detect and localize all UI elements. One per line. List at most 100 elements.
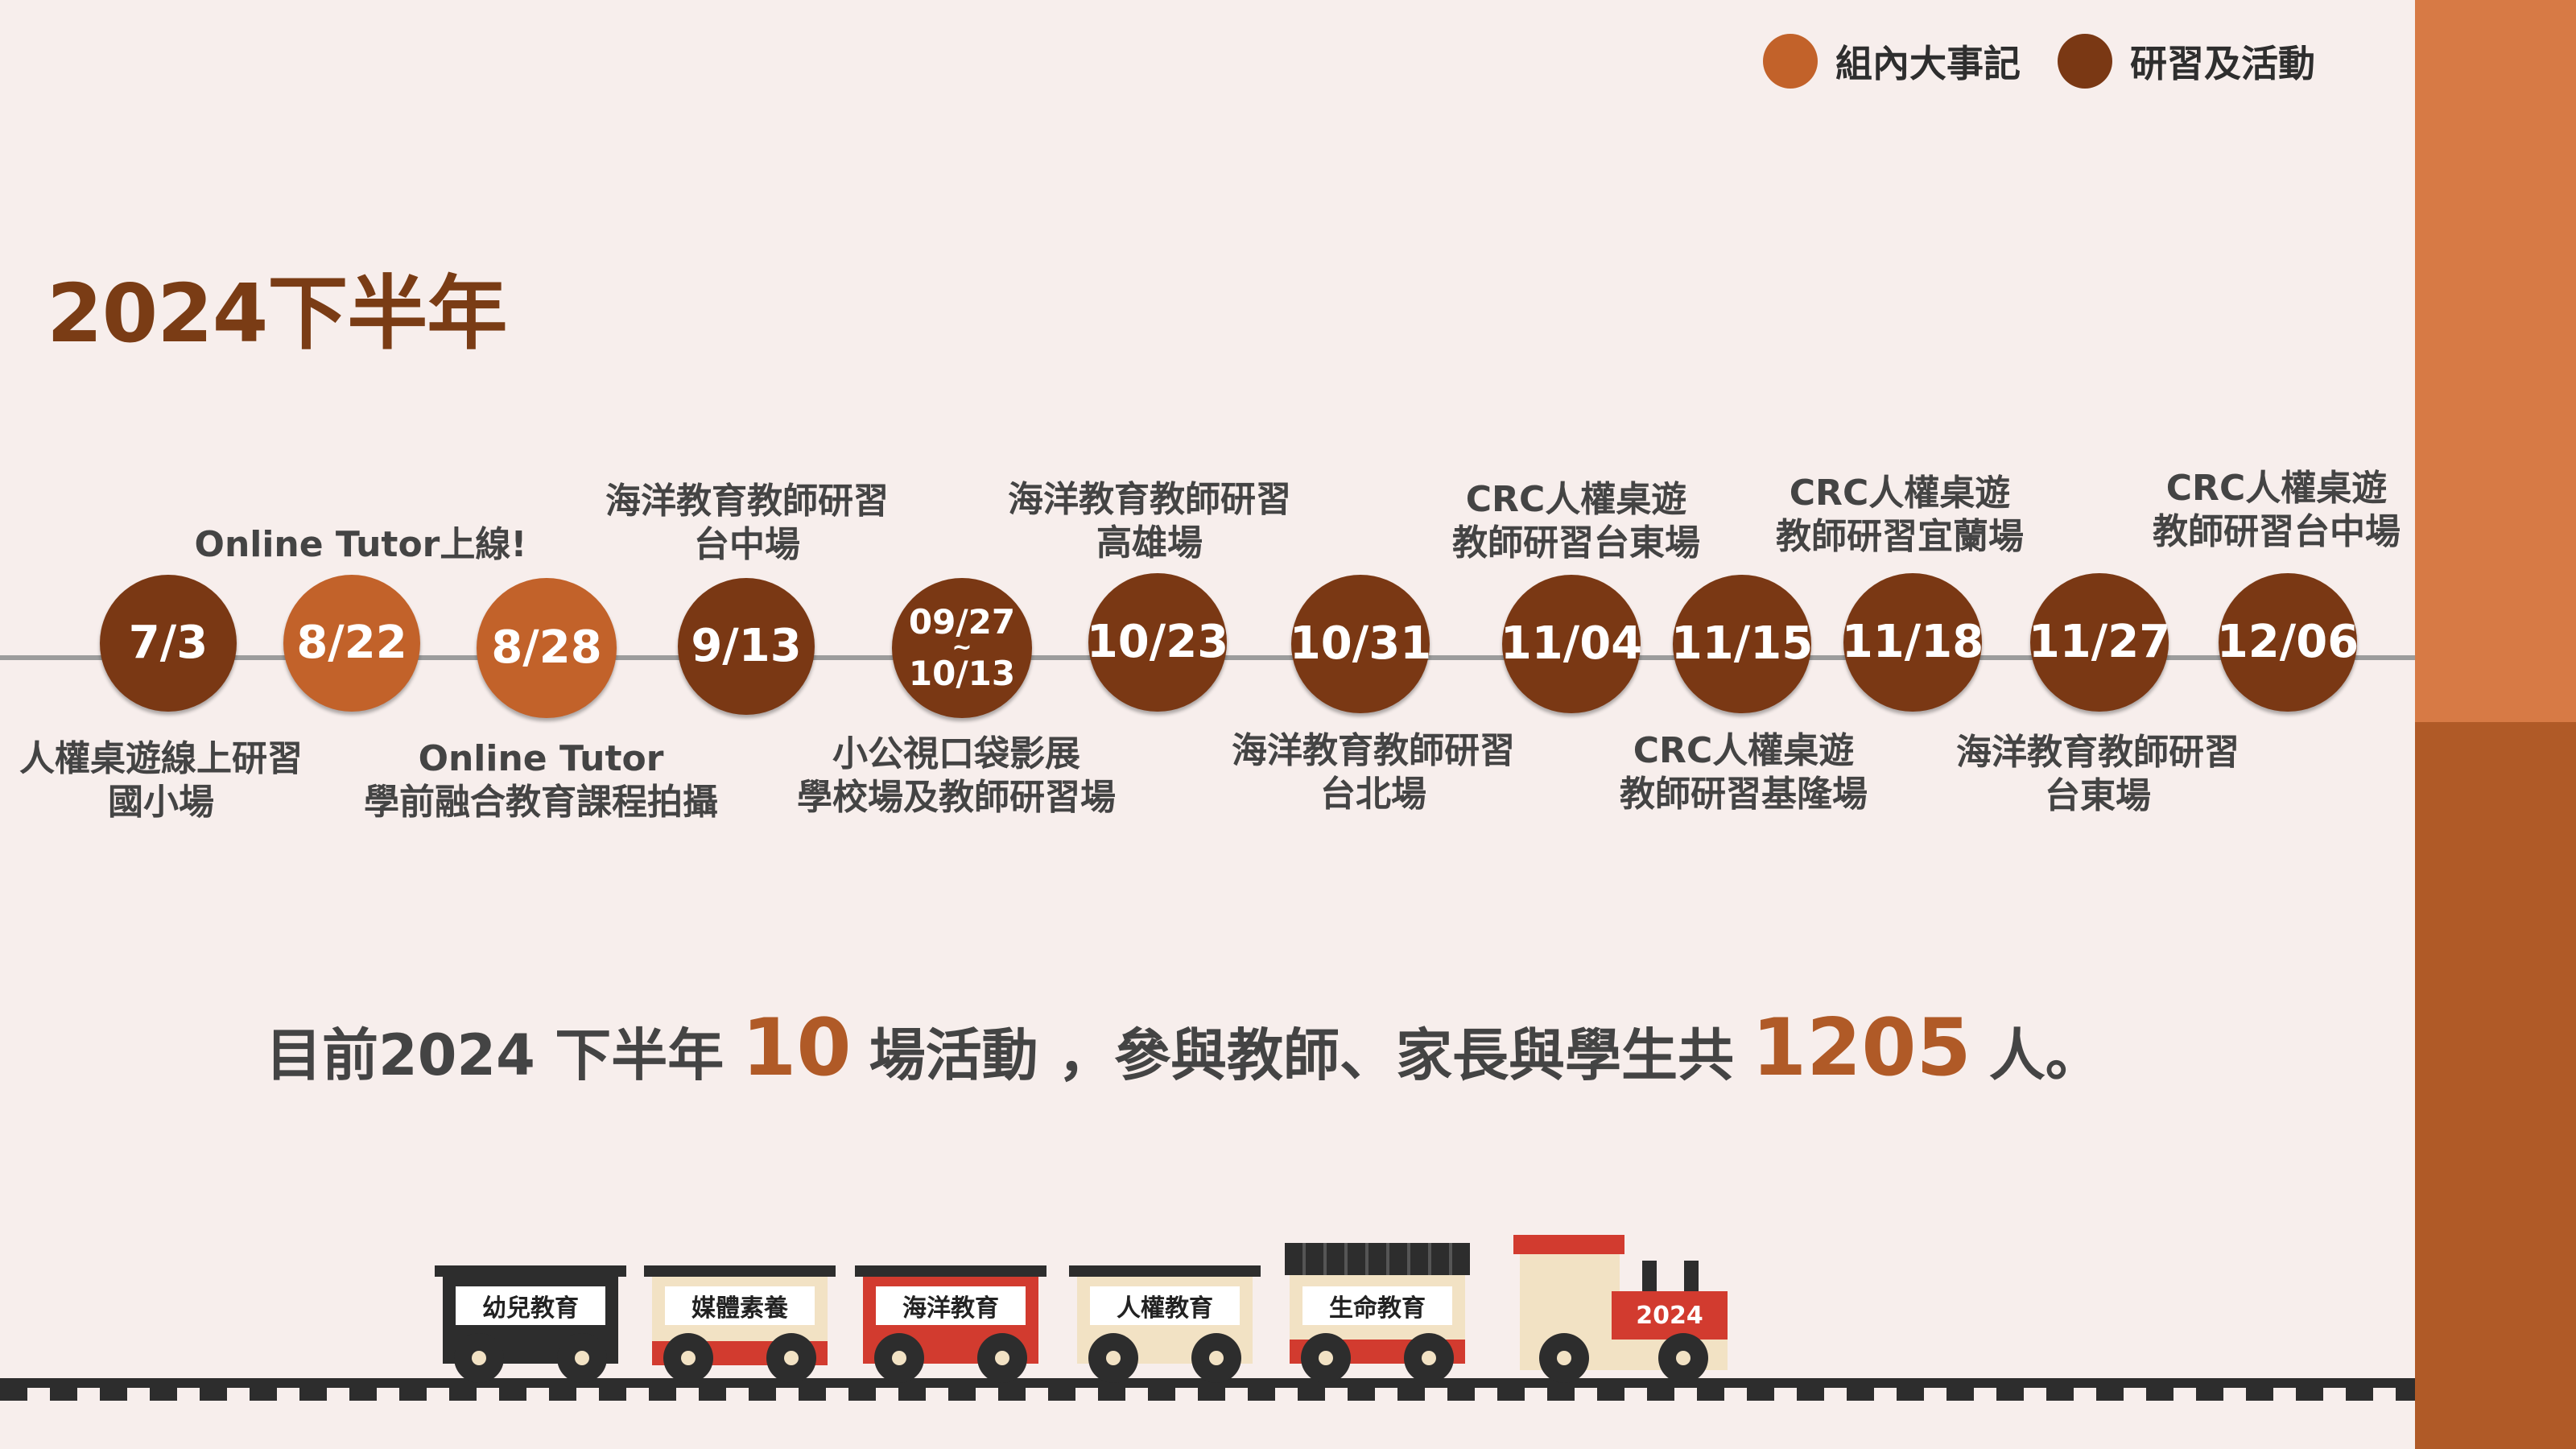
train-car-1: 幼兒教育	[435, 1265, 626, 1383]
event-label-line: 教師研習宜蘭場	[1776, 516, 2024, 557]
node-date: 11/27	[2028, 616, 2171, 668]
timeline-node-10: 11/27	[2028, 573, 2171, 712]
timeline-node-6: 10/31	[1289, 575, 1432, 713]
node-date: 8/22	[296, 617, 407, 669]
event-label-4: 小公視口袋影展 學校場及教師研習場	[797, 733, 1116, 819]
car-label-plate: 生命教育	[1302, 1286, 1452, 1325]
timeline-node-11: 12/06	[2216, 573, 2359, 712]
node-date-start: 09/27	[908, 602, 1016, 642]
engine-chimney	[1642, 1261, 1657, 1293]
event-label-line: 學前融合教育課程拍攝	[364, 782, 718, 823]
wheel	[1191, 1333, 1241, 1383]
event-label-line: 海洋教育教師研習	[1232, 730, 1515, 771]
event-label-line: 教師研習台中場	[2153, 511, 2401, 552]
timeline-node-3: 9/13	[678, 578, 815, 715]
rail-ties	[0, 1388, 2415, 1401]
summary-sentence: 目前2024 下半年 10 場活動 ，參與教師、家長與學生共 1205 人。	[266, 1002, 2102, 1094]
timeline-node-8: 11/15	[1670, 575, 1814, 713]
event-label-3: 海洋教育教師研習 台中場	[605, 480, 889, 567]
car-roof	[435, 1265, 626, 1277]
timeline-node-4: 09/27 ~ 10/13	[892, 578, 1032, 718]
event-label-line: 教師研習基隆場	[1620, 774, 1868, 815]
rail-track	[0, 1378, 2415, 1388]
right-accent-band-bottom	[2415, 722, 2576, 1449]
right-accent-band-top	[2415, 0, 2576, 722]
node-date: 8/28	[491, 621, 602, 674]
engine-chimney-2	[1684, 1261, 1699, 1293]
event-label-line: 小公視口袋影展	[832, 733, 1080, 774]
train-engine: 2024	[1513, 1235, 1739, 1383]
legend-label-activity: 研習及活動	[2130, 42, 2315, 85]
node-date: 10/23	[1086, 616, 1229, 668]
car-label-plate: 海洋教育	[876, 1286, 1026, 1325]
wheel	[557, 1333, 607, 1383]
event-label-11: CRC人權桌遊 教師研習台中場	[2153, 467, 2401, 554]
event-label-9: CRC人權桌遊 教師研習宜蘭場	[1776, 472, 2024, 559]
timeline-node-1: 8/22	[283, 575, 420, 712]
wheel	[977, 1333, 1027, 1383]
timeline-node-9: 11/18	[1841, 573, 1984, 712]
event-label-5: 海洋教育教師研習 高雄場	[1008, 478, 1291, 565]
event-label-line: 教師研習台東場	[1452, 522, 1700, 564]
node-date-end: 10/13	[908, 654, 1016, 693]
train-car-4: 人權教育	[1069, 1265, 1261, 1383]
event-label-10: 海洋教育教師研習 台東場	[1956, 731, 2240, 818]
train-car-2: 媒體素養	[644, 1265, 836, 1383]
wheel	[1539, 1333, 1589, 1383]
node-date: 11/18	[1841, 616, 1984, 668]
event-label-line: 台中場	[694, 524, 800, 565]
node-date: 10/31	[1289, 617, 1432, 670]
car-roof	[644, 1265, 836, 1277]
wheel	[1404, 1333, 1454, 1383]
summary-participant-count: 1205	[1751, 1002, 1971, 1094]
event-label-6: 海洋教育教師研習 台北場	[1232, 729, 1515, 816]
wheel	[1301, 1333, 1351, 1383]
summary-suffix: 人。	[1988, 1022, 2102, 1088]
page-title: 2024下半年	[47, 266, 507, 361]
event-label-line: 台北場	[1320, 774, 1426, 815]
timeline-node-7: 11/04	[1500, 575, 1643, 713]
event-label-line: 人權桌遊線上研習	[19, 738, 303, 779]
engine-label-plate: 2024	[1612, 1291, 1728, 1340]
node-date: 7/3	[128, 617, 208, 669]
car-roof-canopy	[1285, 1243, 1470, 1275]
legend: 組內大事記 研習及活動	[1763, 34, 2352, 89]
event-label-line: CRC人權桌遊	[2165, 468, 2388, 509]
car-label-plate: 媒體素養	[665, 1286, 815, 1325]
legend-dot-activity	[2058, 34, 2112, 89]
car-label-plate: 幼兒教育	[456, 1286, 605, 1325]
event-label-0: 人權桌遊線上研習 國小場	[19, 737, 303, 824]
timeline-node-5: 10/23	[1086, 573, 1229, 712]
event-label-7: CRC人權桌遊 教師研習台東場	[1452, 478, 1700, 565]
event-label-line: CRC人權桌遊	[1789, 473, 2011, 514]
wheel	[766, 1333, 816, 1383]
event-label-line: 海洋教育教師研習	[1008, 479, 1291, 520]
node-date: 12/06	[2216, 616, 2359, 668]
event-label-line: 台東場	[2045, 775, 2151, 816]
node-date: 11/04	[1500, 617, 1643, 670]
event-label-8: CRC人權桌遊 教師研習基隆場	[1620, 729, 1868, 816]
event-label-2: Online Tutor 學前融合教育課程拍攝	[364, 737, 718, 824]
timeline-node-0: 7/3	[100, 575, 237, 712]
engine-cab-roof	[1513, 1235, 1624, 1254]
node-date: 9/13	[691, 620, 802, 672]
car-label-plate: 人權教育	[1090, 1286, 1240, 1325]
event-label-line: 海洋教育教師研習	[605, 481, 889, 522]
event-label-line: 海洋教育教師研習	[1956, 732, 2240, 773]
event-label-line: Online Tutor	[418, 738, 664, 779]
wheel	[454, 1333, 504, 1383]
timeline-node-2: 8/28	[477, 578, 617, 718]
event-label-line: 高雄場	[1096, 522, 1203, 564]
train-car-5: 生命教育	[1282, 1243, 1473, 1383]
event-label-line: CRC人權桌遊	[1633, 730, 1855, 771]
summary-middle: 場活動 ，參與教師、家長與學生共	[869, 1022, 1734, 1088]
summary-activity-count: 10	[741, 1002, 852, 1094]
node-date: 11/15	[1670, 617, 1814, 670]
event-label-line: 國小場	[108, 782, 214, 823]
legend-dot-milestone	[1763, 34, 1818, 89]
event-label-line: 學校場及教師研習場	[797, 777, 1116, 818]
wheel	[1088, 1333, 1138, 1383]
event-label-line: Online Tutor上線!	[194, 524, 527, 565]
wheel	[1658, 1333, 1708, 1383]
event-label-line: CRC人權桌遊	[1465, 479, 1687, 520]
